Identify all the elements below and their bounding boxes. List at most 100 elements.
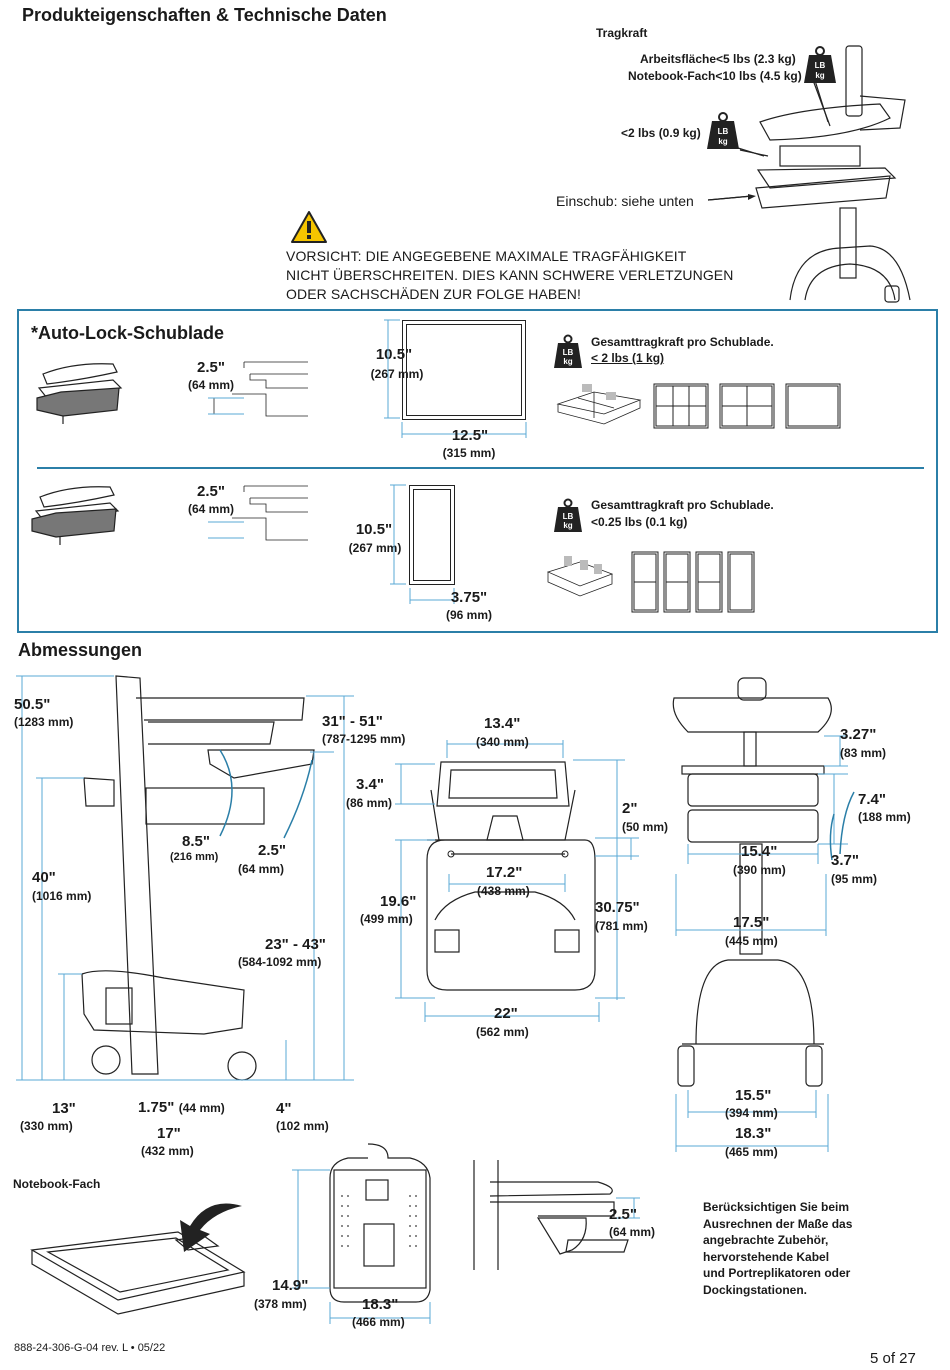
- notebook-a: 14.9": [272, 1277, 309, 1294]
- front-e-mm: (445 mm): [725, 934, 778, 948]
- drawer2-outline: [409, 485, 455, 585]
- side-h: 4": [276, 1100, 292, 1117]
- drawer1-width-mm: (315 mm): [442, 446, 496, 460]
- drawer1-insert-illustration: [556, 384, 642, 425]
- page-number: 5 of 27: [870, 1350, 916, 1367]
- weight-icon-lb: LB: [815, 61, 826, 70]
- cart-illustration: [707, 45, 911, 303]
- top-e: 19.6": [380, 893, 417, 910]
- notebook-a-mm: (378 mm): [254, 1297, 307, 1311]
- svg-text:kg: kg: [563, 357, 572, 366]
- caution-text: VORSICHT: DIE ANGEGEBENE MAXIMALE TRAGFÄ…: [286, 248, 734, 302]
- page-title: Produkteigenschaften & Technische Daten: [22, 5, 387, 25]
- side-range: 31" - 51": [322, 713, 383, 730]
- side-a-mm: (216 mm): [170, 851, 219, 863]
- top-b-mm: (86 mm): [346, 796, 393, 810]
- side-c: 40": [32, 869, 56, 886]
- drawer1-layouts: [653, 383, 841, 429]
- top-f-mm: (781 mm): [595, 919, 648, 933]
- side-g-mm: (432 mm): [141, 1144, 194, 1158]
- capacity-title: Tragkraft: [596, 26, 648, 40]
- notebook-top-drawing: [292, 1143, 431, 1324]
- drawer2-layouts: [631, 551, 755, 613]
- drawer-cart-illustration: [36, 363, 123, 424]
- top-f: 30.75": [595, 899, 640, 916]
- side-b: 2.5": [258, 842, 286, 859]
- top-g: 22": [494, 1005, 518, 1022]
- front-b: 7.4": [858, 791, 886, 808]
- front-d: 3.7": [831, 852, 859, 869]
- drawer2-capacity-label: Gesamttragkraft pro Schublade.: [591, 498, 774, 512]
- front-c-mm: (390 mm): [733, 863, 786, 877]
- front-g: 18.3": [735, 1125, 772, 1142]
- top-b: 3.4": [356, 776, 384, 793]
- keyboard-capacity-label: <2 lbs (0.9 kg): [621, 126, 701, 140]
- notebook-b-mm: (466 mm): [352, 1315, 405, 1329]
- drawer2-width: 3.75": [450, 589, 488, 606]
- svg-text:kg: kg: [563, 521, 572, 530]
- work-surface-label: Arbeitsfläche<5 lbs (2.3 kg): [640, 52, 796, 66]
- side-h-mm: (102 mm): [276, 1119, 329, 1133]
- drawer1-width: 12.5": [451, 427, 489, 444]
- doc-number: 888-24-306-G-04 rev. L • 05/22: [14, 1342, 166, 1354]
- drawer2-profile: [208, 485, 308, 541]
- side-e: 13": [52, 1100, 76, 1117]
- side-range-mm: (787-1295 mm): [322, 732, 406, 746]
- notebook-side-drawing: [473, 1160, 640, 1270]
- drawer-title: *Auto-Lock-Schublade: [31, 323, 225, 343]
- side-e-mm: (330 mm): [20, 1119, 73, 1133]
- svg-text:LB: LB: [563, 348, 574, 357]
- drawer2-depth-mm: (267 mm): [348, 541, 402, 555]
- front-f: 15.5": [735, 1087, 772, 1104]
- drawer2-cart-illustration: [31, 486, 120, 545]
- notebook-note: Berücksichtigen Sie beim Ausrechnen der …: [703, 1200, 853, 1297]
- svg-text:LB: LB: [718, 127, 729, 136]
- drawer1-dimlines: [384, 319, 527, 438]
- side-a: 8.5": [182, 833, 210, 850]
- top-g-mm: (562 mm): [476, 1025, 529, 1039]
- drawer1-capacity-label: Gesamttragkraft pro Schublade.: [591, 335, 774, 349]
- weight-icon-kg: kg: [815, 71, 824, 80]
- side-g: 17": [157, 1125, 181, 1142]
- top-a-mm: (340 mm): [476, 735, 529, 749]
- side-view-drawing: [16, 675, 354, 1081]
- weight-icon: LB kg: [554, 498, 582, 532]
- front-e: 17.5": [733, 914, 770, 931]
- drawer1-outline: [402, 320, 526, 420]
- drawer2-depth: 10.5": [355, 521, 393, 538]
- notebook-c-mm: (64 mm): [609, 1225, 656, 1239]
- side-height-mm: (1283 mm): [14, 715, 74, 729]
- top-e-mm: (499 mm): [360, 912, 413, 926]
- drawer-divider: [37, 467, 924, 469]
- drawer2-insert-illustration: [546, 556, 614, 597]
- top-a: 13.4": [484, 715, 521, 732]
- weight-icon: LB kg: [554, 334, 582, 368]
- drawer2-dimlines: [390, 484, 455, 604]
- drawer2-height: 2.5": [197, 483, 225, 500]
- top-d-mm: (438 mm): [477, 884, 530, 898]
- top-c-mm: (50 mm): [622, 820, 669, 834]
- front-g-mm: (465 mm): [725, 1145, 778, 1159]
- svg-text:kg: kg: [718, 137, 727, 146]
- top-d: 17.2": [486, 864, 523, 881]
- notebook-b: 18.3": [362, 1296, 399, 1313]
- svg-text:LB: LB: [563, 512, 574, 521]
- side-d-mm: (584-1092 mm): [238, 955, 322, 969]
- drawer1-capacity-value: < 2 lbs (1 kg): [591, 351, 665, 365]
- drawer2-width-mm: (96 mm): [445, 608, 492, 622]
- front-b-mm: (188 mm): [858, 810, 911, 824]
- drawer2-capacity-value: <0.25 lbs (0.1 kg): [591, 515, 688, 529]
- side-c-mm: (1016 mm): [32, 889, 92, 903]
- drawer1-profile: [208, 361, 308, 417]
- side-height: 50.5": [14, 696, 51, 713]
- warning-icon: [291, 211, 327, 243]
- front-a: 3.27": [840, 726, 877, 743]
- side-d: 23" - 43": [265, 936, 326, 953]
- side-b-mm: (64 mm): [238, 862, 285, 876]
- dimensions-title: Abmessungen: [18, 640, 143, 660]
- drawer1-height-mm: (64 mm): [187, 378, 234, 392]
- weight-icon: LB kg: [707, 112, 739, 149]
- notebook-title: Notebook-Fach: [13, 1177, 101, 1191]
- front-f-mm: (394 mm): [725, 1106, 778, 1120]
- front-view-drawing: [672, 677, 855, 1152]
